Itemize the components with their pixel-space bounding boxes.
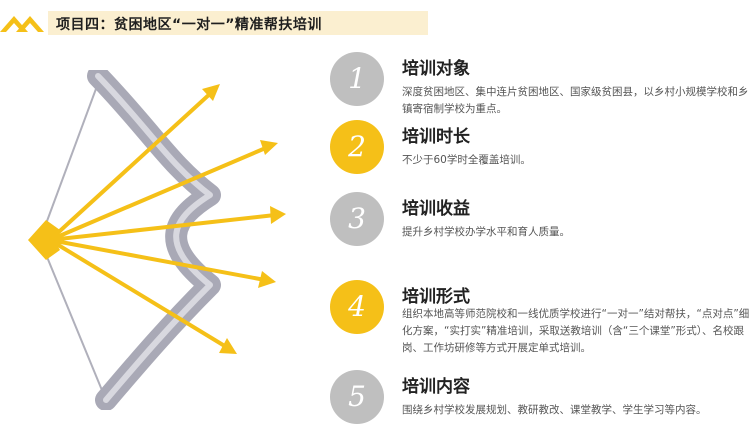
bow-and-arrows-icon: [28, 70, 286, 410]
item-description: 深度贫困地区、集中连片贫困地区、国家级贫困县，以乡村小规模学校和乡镇寄宿制学校为…: [402, 86, 749, 115]
title-bar: [48, 11, 428, 35]
item-title: 培训时长: [402, 127, 470, 147]
item-title: 培训收益: [402, 199, 470, 219]
number-badge: 4: [330, 280, 384, 334]
item-title: 培训内容: [402, 377, 470, 397]
number-badge: 3: [330, 192, 384, 246]
chevron-up-icon: [0, 16, 44, 32]
list-item: 1 培训对象 深度贫困地区、集中连片贫困地区、国家级贫困县，以乡村小规模学校和乡…: [330, 52, 750, 115]
item-description: 组织本地高等师范院校和一线优质学校进行“一对一”结对帮扶，“点对点”细化方案，“…: [402, 308, 750, 354]
list-item: 3 培训收益 提升乡村学校办学水平和育人质量。: [330, 192, 750, 252]
page-title: 项目四：贫困地区“一对一”精准帮扶培训: [56, 17, 322, 33]
number-badge: 5: [330, 370, 384, 424]
item-title: 培训对象: [402, 59, 470, 79]
number-badge: 2: [330, 120, 384, 174]
list-item: 2 培训时长 不少于60学时全覆盖培训。: [330, 120, 750, 180]
list-item: 5 培训内容 围绕乡村学校发展规划、教研教改、课堂教学、学生学习等内容。: [330, 370, 750, 424]
item-description: 围绕乡村学校发展规划、教研教改、课堂教学、学生学习等内容。: [402, 404, 707, 416]
item-description: 不少于60学时全覆盖培训。: [402, 154, 531, 166]
number-badge: 1: [330, 52, 384, 106]
item-description: 提升乡村学校办学水平和育人质量。: [402, 226, 570, 238]
item-title: 培训形式: [402, 287, 470, 307]
list-item: 4 培训形式 组织本地高等师范院校和一线优质学校进行“一对一”结对帮扶，“点对点…: [330, 280, 750, 360]
